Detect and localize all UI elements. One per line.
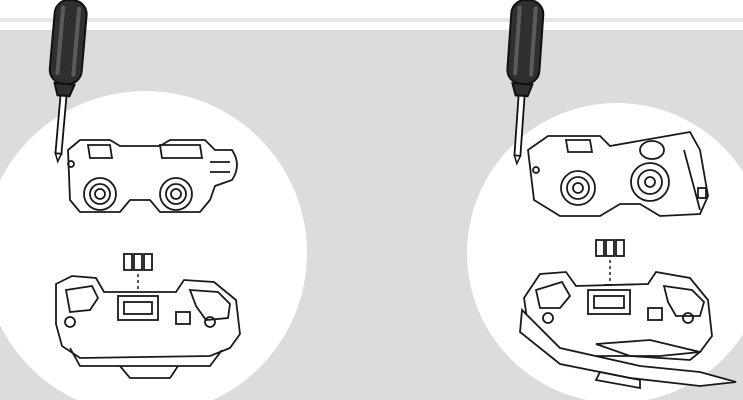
device-bottom-view — [55, 275, 241, 379]
screwdriver-icon-right — [506, 0, 545, 166]
device-top-view-opened — [527, 131, 709, 217]
device-top-view — [67, 139, 238, 213]
screwdriver-icon — [48, 0, 88, 164]
right-panel — [467, 0, 743, 400]
device-bottom-view-with-cover — [519, 271, 737, 390]
left-panel — [0, 0, 307, 400]
top-rule — [0, 18, 743, 22]
battery-contacts-icon — [123, 253, 153, 271]
battery-contacts-icon-right — [595, 239, 625, 257]
